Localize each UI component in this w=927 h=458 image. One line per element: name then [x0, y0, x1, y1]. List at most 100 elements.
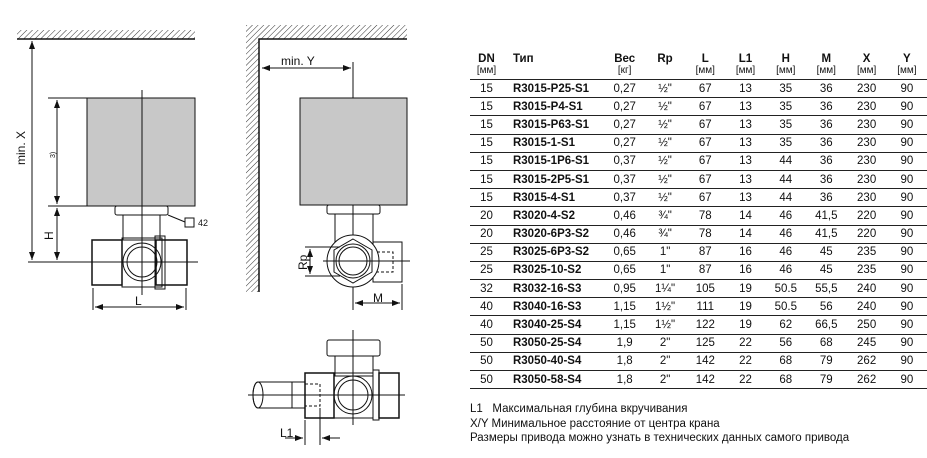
- table-cell: 15: [470, 79, 503, 99]
- table-cell: 111: [685, 297, 726, 317]
- table-cell: 87: [685, 261, 726, 281]
- table-cell: 0,46: [604, 206, 645, 226]
- l1-label: L1: [280, 426, 294, 440]
- table-cell: 35: [765, 79, 807, 99]
- table-cell: 0,27: [604, 97, 645, 117]
- table-cell: 122: [685, 315, 726, 335]
- table-cell: 68: [765, 370, 807, 390]
- header-name: M: [821, 53, 832, 65]
- table-cell: 15: [470, 188, 503, 208]
- table-cell: 0,65: [604, 261, 645, 281]
- h-label: H: [42, 231, 56, 240]
- footnote-xy: X/Y Минимальное расстояние от центра кра…: [470, 417, 720, 430]
- table-cell: 0,27: [604, 134, 645, 153]
- l-label: L: [135, 294, 142, 308]
- column-header: L[мм]: [685, 53, 725, 80]
- table-cell: 44: [765, 152, 807, 171]
- table-cell: 13: [725, 115, 766, 135]
- table-cell: 87: [685, 243, 726, 262]
- table-cell: 68: [806, 334, 847, 353]
- table-cell: 45: [806, 243, 847, 262]
- pipe-connection-drawing: [248, 330, 405, 445]
- table-cell: 56: [806, 297, 847, 317]
- min-x-label: min. X: [14, 131, 28, 165]
- min-y-label: min. Y: [281, 54, 315, 68]
- table-cell: 13: [725, 170, 766, 190]
- header-unit: [мм]: [897, 65, 917, 76]
- table-cell: 13: [725, 152, 766, 171]
- header-unit: [мм]: [476, 65, 497, 76]
- table-cell: 0,27: [604, 79, 645, 99]
- table-cell: 40: [470, 297, 503, 317]
- table-cell: 16: [725, 261, 766, 281]
- table-cell: 90: [886, 297, 927, 317]
- table-cell: 78: [685, 225, 726, 244]
- table-cell: R3025-10-S2: [502, 261, 605, 281]
- table-cell: 20: [470, 206, 503, 226]
- header-name: H: [781, 53, 790, 65]
- table-cell: ½": [644, 97, 686, 117]
- table-cell: 22: [725, 334, 766, 353]
- table-cell: 90: [886, 334, 927, 353]
- table-cell: R3050-25-S4: [502, 334, 605, 353]
- table-cell: 14: [725, 225, 766, 244]
- table-cell: 67: [685, 79, 726, 99]
- table-cell: 25: [470, 243, 503, 262]
- front-view-drawing: [17, 30, 198, 310]
- table-cell: 35: [765, 134, 807, 153]
- table-cell: 56: [765, 334, 807, 353]
- table-cell: 15: [470, 134, 503, 153]
- table-cell: 35: [765, 115, 807, 135]
- table-cell: 90: [886, 170, 927, 190]
- table-cell: ½": [644, 115, 686, 135]
- table-cell: 90: [886, 206, 927, 226]
- table-cell: R3020-4-S2: [502, 206, 605, 226]
- table-cell: 0,65: [604, 243, 645, 262]
- header-unit: [мм]: [856, 65, 877, 76]
- table-cell: 2": [644, 370, 686, 390]
- table-cell: 0,37: [604, 170, 645, 190]
- header-name: Тип: [512, 53, 534, 65]
- table-cell: 245: [846, 334, 887, 353]
- header-name: L1: [738, 53, 753, 65]
- table-cell: 22: [725, 370, 766, 390]
- table-cell: 230: [846, 79, 887, 99]
- table-cell: R3050-40-S4: [502, 352, 605, 372]
- table-cell: R3050-58-S4: [502, 370, 605, 390]
- table-cell: 90: [886, 352, 927, 372]
- square-42-label: 42: [198, 218, 208, 228]
- table-cell: 142: [685, 370, 726, 390]
- table-cell: 0,27: [604, 115, 645, 135]
- table-cell: 46: [765, 243, 807, 262]
- table-cell: R3032-16-S3: [502, 279, 605, 299]
- table-cell: 36: [806, 115, 847, 135]
- valve-dimension-drawings: min. X 3) H L 42 min. Y Rp M L1: [14, 25, 410, 445]
- table-cell: 0,37: [604, 188, 645, 208]
- footnotes: L1 Максимальная глубина вкручивания X/Y …: [470, 402, 849, 446]
- table-cell: 230: [846, 134, 887, 153]
- table-cell: 1¼": [644, 279, 686, 299]
- table-cell: 90: [886, 315, 927, 335]
- table-cell: 67: [685, 170, 726, 190]
- table-cell: 41,5: [806, 206, 847, 226]
- table-cell: R3020-6P3-S2: [502, 225, 605, 244]
- table-cell: 220: [846, 206, 887, 226]
- table-cell: 90: [886, 370, 927, 390]
- note-3-label: 3): [50, 152, 57, 158]
- table-cell: 90: [886, 134, 927, 153]
- table-cell: R3025-6P3-S2: [502, 243, 605, 262]
- table-cell: 230: [846, 188, 887, 208]
- table-cell: 142: [685, 352, 726, 372]
- table-cell: ½": [644, 188, 686, 208]
- table-cell: R3015-P63-S1: [502, 115, 605, 135]
- header-unit: [мм]: [816, 65, 836, 76]
- column-header: L1[мм]: [725, 53, 765, 80]
